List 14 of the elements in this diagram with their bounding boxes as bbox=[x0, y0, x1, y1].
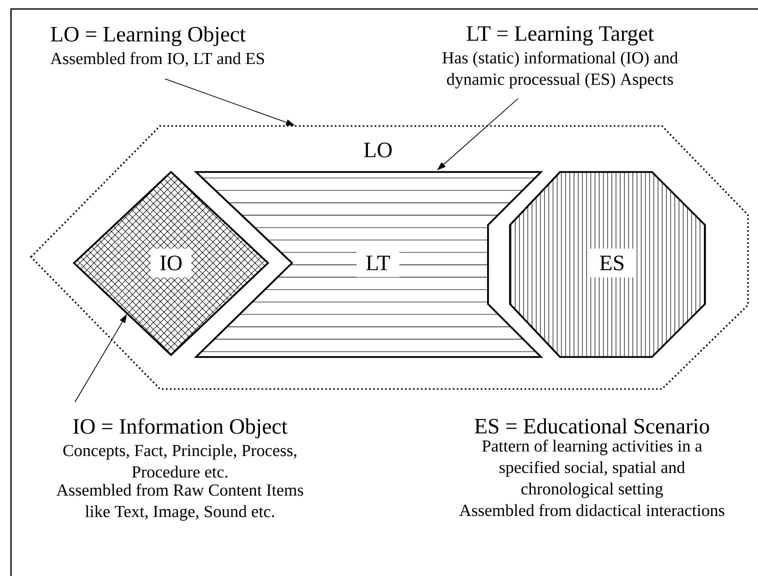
definition-text: Assembled from didactical interactions bbox=[459, 504, 724, 516]
shape-label: ES bbox=[590, 248, 634, 278]
definition-heading: IO = Information Object bbox=[73, 418, 288, 438]
definition-heading: LO = Learning Object bbox=[50, 26, 246, 46]
shape-label: LO bbox=[364, 142, 392, 158]
definition-text: Assembled from Raw Content Items like Text, Image, Sound etc. bbox=[56, 484, 304, 521]
definition-heading: LT = Learning Target bbox=[466, 26, 654, 46]
definition-text: Has (static) informational (IO) and dynamic processual (ES) Aspects bbox=[442, 51, 678, 88]
shape-label: IO bbox=[150, 248, 192, 278]
definition-text: Concepts, Fact, Principle, Process, Procedure etc. bbox=[63, 444, 296, 478]
definition-text: Assembled from IO, LT and ES bbox=[50, 52, 264, 67]
definition-text: Pattern of learning activities in a specified social, spatial and chronological setting bbox=[482, 440, 702, 498]
shape-label: LT bbox=[356, 248, 400, 278]
definition-heading: ES = Educational Scenario bbox=[474, 418, 710, 434]
